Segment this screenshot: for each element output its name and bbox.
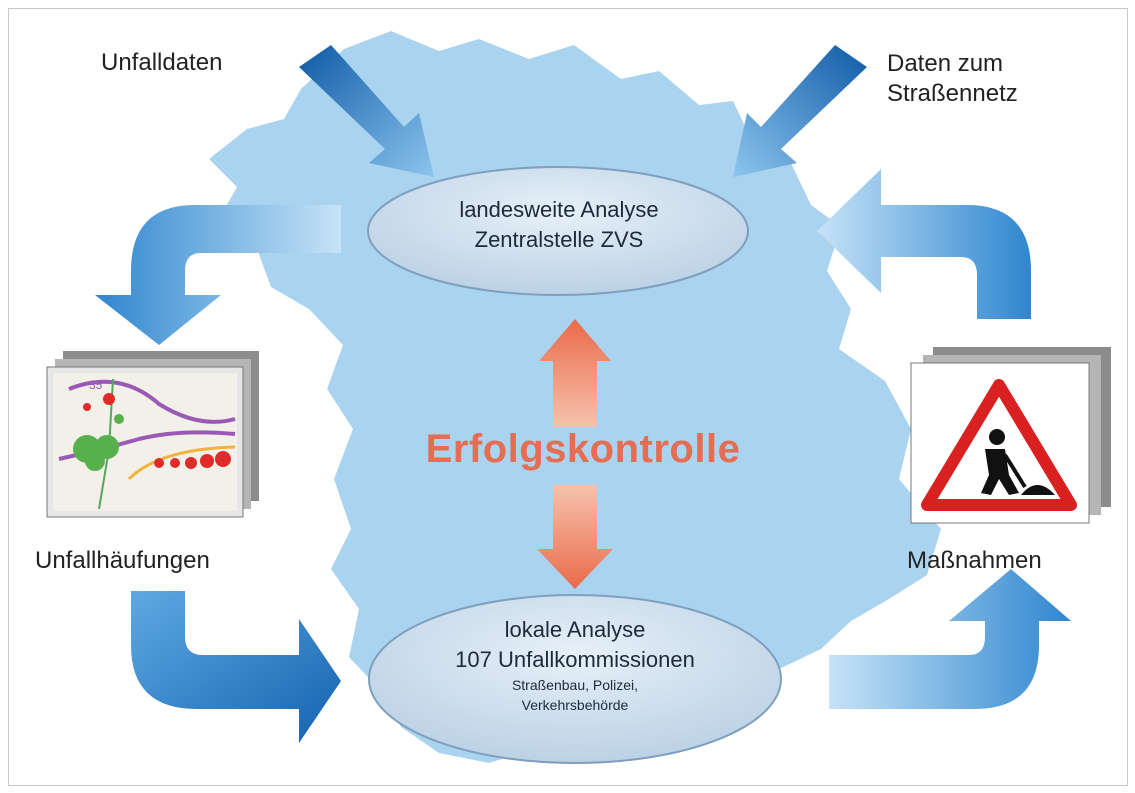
central-analysis-node xyxy=(367,166,749,296)
local-analysis-text: lokale Analyse 107 Unfallkommissionen St… xyxy=(369,615,781,715)
roadworks-sign-image xyxy=(910,347,1111,524)
central-analysis-text: landesweite Analyse Zentralstelle ZVS xyxy=(369,195,749,255)
arrow-to-local-analysis xyxy=(131,591,341,743)
local-analysis-node xyxy=(368,594,782,764)
arrow-accident-data xyxy=(299,45,434,177)
arrow-to-measures xyxy=(829,569,1071,709)
arrow-from-measures xyxy=(817,169,1031,319)
success-control-label: Erfolgskontrolle xyxy=(425,427,741,471)
arrow-up-orange xyxy=(539,319,611,427)
accident-cluster-map-image xyxy=(46,351,259,518)
arrow-to-clusters xyxy=(95,205,341,345)
central-analysis-line1: landesweite Analyse xyxy=(459,197,659,222)
local-analysis-line4: Verkehrsbehörde xyxy=(521,697,629,713)
arrow-road-data xyxy=(733,45,867,177)
local-analysis-line3: Straßenbau, Polizei, xyxy=(511,677,639,693)
map-route-number: 35 xyxy=(89,378,103,392)
label-accident-data: Unfalldaten xyxy=(101,49,223,76)
diagram-canvas: 35 xyxy=(46,31,1111,764)
label-measures: Maßnahmen xyxy=(907,547,1042,574)
central-analysis-line2: Zentralstelle ZVS xyxy=(474,227,644,252)
local-analysis-line1: lokale Analyse xyxy=(504,617,646,642)
arrow-down-orange xyxy=(537,485,613,589)
local-analysis-line2: 107 Unfallkommissionen xyxy=(455,647,695,672)
label-accident-clusters: Unfallhäufungen xyxy=(35,547,210,574)
